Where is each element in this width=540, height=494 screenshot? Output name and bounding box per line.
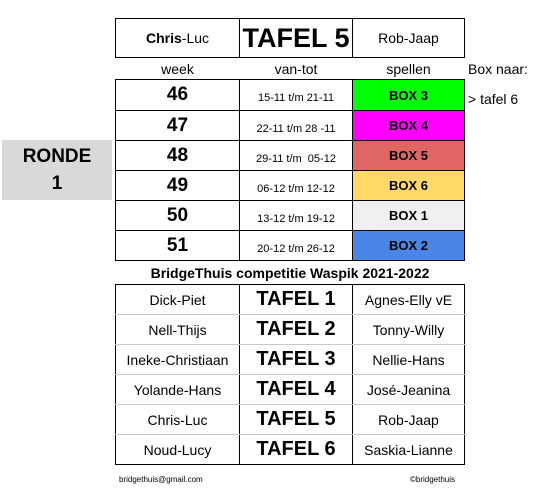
table-label: TAFEL 3 xyxy=(256,348,336,370)
schedule-box: BOX 1 xyxy=(353,201,464,230)
table-left-pair: Chris-Luc xyxy=(147,411,208,428)
schedule-range: 20-12 t/m 26-12 xyxy=(257,242,335,255)
table-left-pair: Dick-Piet xyxy=(149,291,206,308)
schedule-week: 46 xyxy=(166,84,189,105)
schedule-week: 49 xyxy=(166,174,189,196)
table-label: TAFEL 1 xyxy=(256,288,336,310)
table-left-pair: Ineke-Christiaan xyxy=(126,351,229,368)
schedule-box: BOX 6 xyxy=(353,171,464,200)
table-left-pair: Noud-Lucy xyxy=(143,441,212,458)
table-label: TAFEL 4 xyxy=(256,378,336,400)
header-tafel-title: TAFEL 5 xyxy=(242,22,350,53)
table-label: TAFEL 5 xyxy=(256,408,336,430)
footer-copyright: ©bridgethuis xyxy=(410,475,456,484)
table-right-pair: Agnes-Elly vE xyxy=(364,291,453,308)
schedule-range: 06-12 t/m 12-12 xyxy=(257,182,335,195)
schedule-box: BOX 5 xyxy=(353,141,464,170)
schedule-box: BOX 2 xyxy=(353,231,464,260)
ronde-number: 1 xyxy=(51,173,63,194)
schedule-week: 48 xyxy=(166,144,189,166)
schedule-range: 15-11 t/m 21-11 xyxy=(257,92,335,104)
table-right-pair: Saskia-Lianne xyxy=(364,441,453,458)
header-left-rest: -Luc xyxy=(181,30,210,46)
table-right-pair: José-Jeanina xyxy=(366,381,451,398)
table-label: TAFEL 6 xyxy=(256,438,336,460)
header-left-pair: Chris-Luc xyxy=(116,19,239,57)
schedule-week: 47 xyxy=(166,114,189,136)
competition-title: BridgeThuis competitie Waspik 2021-2022 xyxy=(150,264,430,281)
footer-email: bridgethuis@gmail.com xyxy=(119,475,203,484)
box-naar-label: Box naar: xyxy=(468,61,528,77)
ronde-label: RONDE 1 xyxy=(2,140,112,200)
table-right-pair: Nellie-Hans xyxy=(372,351,445,368)
schedule-range: 22-11 t/m 28 -11 xyxy=(256,122,336,135)
table-right-pair: Tonny-Willy xyxy=(372,321,445,338)
table-left-pair: Yolande-Hans xyxy=(133,381,222,398)
schedule-week: 51 xyxy=(166,234,189,256)
header-left-bold: Chris xyxy=(145,30,182,46)
column-range: van-tot xyxy=(274,60,318,77)
table-right-pair: Rob-Jaap xyxy=(378,411,439,428)
schedule-box: BOX 4 xyxy=(353,111,464,140)
table-label: TAFEL 2 xyxy=(256,318,336,340)
schedule-week: 50 xyxy=(166,204,189,226)
header-right-pair: Rob-Jaap xyxy=(378,30,439,46)
column-games: spellen xyxy=(386,60,431,77)
schedule-box: BOX 3 xyxy=(353,80,464,110)
column-week: week xyxy=(161,60,194,77)
schedule-range: 29-11 t/m 05-12 xyxy=(256,152,336,165)
ronde-text: RONDE xyxy=(22,146,92,167)
table-left-pair: Nell-Thijs xyxy=(148,321,207,338)
box-naar-value: > tafel 6 xyxy=(468,91,519,107)
schedule-range: 13-12 t/m 19-12 xyxy=(257,212,335,225)
